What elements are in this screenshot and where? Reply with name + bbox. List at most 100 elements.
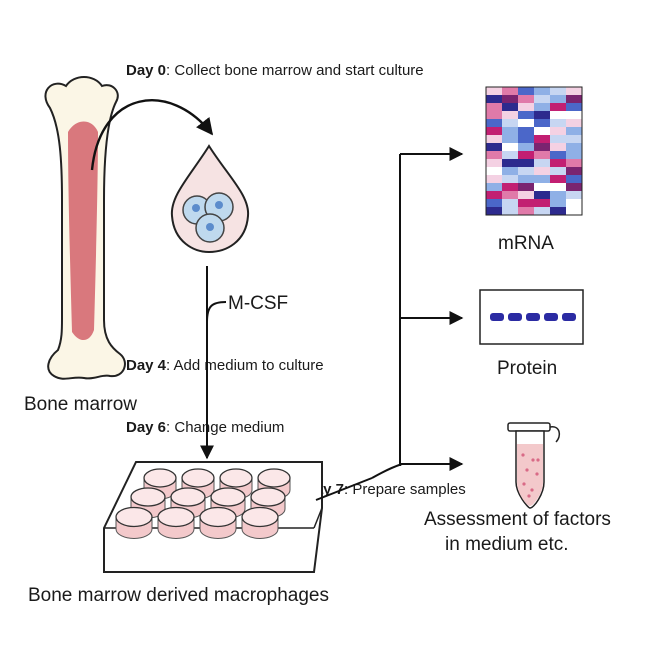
heatmap-cell [518, 95, 534, 103]
heatmap-cell [534, 167, 550, 175]
heatmap-cell [566, 199, 582, 207]
heatmap-cell [518, 151, 534, 159]
heatmap-cell [534, 111, 550, 119]
heatmap-cell [502, 87, 518, 95]
heatmap-cell [534, 151, 550, 159]
heatmap-cell [550, 199, 566, 207]
heatmap-cell [550, 87, 566, 95]
heatmap-cell [486, 183, 502, 191]
heatmap-cell [550, 183, 566, 191]
heatmap-cell [518, 207, 534, 215]
heatmap-cell [486, 207, 502, 215]
marrow-core-icon [68, 121, 98, 341]
protein-label: Protein [497, 358, 557, 379]
heatmap-cell [566, 135, 582, 143]
heatmap-cell [502, 159, 518, 167]
heatmap-cell [518, 159, 534, 167]
heatmap-cell [550, 103, 566, 111]
heatmap-cell [550, 159, 566, 167]
heatmap-cell [550, 95, 566, 103]
heatmap-cell [534, 175, 550, 183]
step-day4-label: Day 4: Add medium to culture [126, 357, 324, 374]
heatmap-cell [534, 135, 550, 143]
heatmap-cell [486, 135, 502, 143]
heatmap-cell [566, 207, 582, 215]
samples-connector [315, 477, 373, 501]
macrophages-label: Bone marrow derived macrophages [28, 585, 329, 606]
heatmap-cell [486, 191, 502, 199]
blot-band-icon [562, 313, 576, 321]
blot-band-icon [508, 313, 522, 321]
heatmap-cell [518, 167, 534, 175]
heatmap-cell [486, 175, 502, 183]
heatmap-cell [550, 207, 566, 215]
well-icon [143, 468, 177, 500]
mcsf-branch-line [206, 301, 227, 323]
heatmap-cell [502, 199, 518, 207]
heatmap-cell [550, 175, 566, 183]
heatmap-cell [534, 191, 550, 199]
well-icon [199, 506, 237, 539]
heatmap-cell [518, 103, 534, 111]
heatmap-cell [502, 111, 518, 119]
heatmap-cell [550, 143, 566, 151]
heatmap-cell [502, 95, 518, 103]
heatmap-cell [486, 159, 502, 167]
bone-label: Bone marrow [24, 394, 137, 415]
heatmap-cell [566, 143, 582, 151]
cell-droplet-icon [170, 144, 250, 254]
heatmap-cell [518, 135, 534, 143]
heatmap-cell [566, 191, 582, 199]
heatmap-cell [566, 95, 582, 103]
heatmap-cell [566, 127, 582, 135]
heatmap-cell [534, 143, 550, 151]
heatmap-cell [502, 103, 518, 111]
heatmap-cell [534, 119, 550, 127]
step-day0-label: Day 0: Collect bone marrow and start cul… [126, 62, 424, 79]
collect-arrow [90, 99, 214, 171]
well-icon [115, 506, 153, 539]
heatmap-cell [502, 127, 518, 135]
heatmap-cell [550, 167, 566, 175]
heatmap-cell [486, 143, 502, 151]
heatmap-cell [566, 167, 582, 175]
heatmap-cell [534, 87, 550, 95]
heatmap-cell [502, 143, 518, 151]
heatmap-cell [566, 183, 582, 191]
heatmap-cell [550, 191, 566, 199]
heatmap-cell [486, 167, 502, 175]
heatmap-cell [518, 191, 534, 199]
heatmap-cell [502, 119, 518, 127]
well-plate-icon [103, 461, 323, 573]
nucleus-icon [206, 223, 214, 231]
heatmap-cell [502, 183, 518, 191]
assessment-label-line2: in medium etc. [445, 534, 569, 555]
heatmap-cell [518, 143, 534, 151]
heatmap-cell [502, 151, 518, 159]
heatmap-cell [566, 151, 582, 159]
heatmap-cell [502, 207, 518, 215]
blot-band-icon [490, 313, 504, 321]
heatmap-cell [550, 127, 566, 135]
step-day6-label: Day 6: Change medium [126, 419, 284, 436]
heatmap-cell [566, 159, 582, 167]
heatmap-cell [486, 103, 502, 111]
heatmap-cell [550, 119, 566, 127]
mrna-heatmap-icon [486, 87, 582, 215]
heatmap-cell [518, 175, 534, 183]
heatmap-cell [518, 127, 534, 135]
heatmap-cell [566, 111, 582, 119]
heatmap-cell [518, 111, 534, 119]
nucleus-icon [192, 204, 200, 212]
well-icon [157, 506, 195, 539]
heatmap-cell [566, 119, 582, 127]
heatmap-cell [486, 95, 502, 103]
mcsf-label: M-CSF [228, 293, 288, 314]
heatmap-cell [486, 127, 502, 135]
heatmap-cell [550, 151, 566, 159]
blot-band-icon [526, 313, 540, 321]
heatmap-cell [502, 167, 518, 175]
heatmap-cell [486, 119, 502, 127]
heatmap-cell [534, 159, 550, 167]
